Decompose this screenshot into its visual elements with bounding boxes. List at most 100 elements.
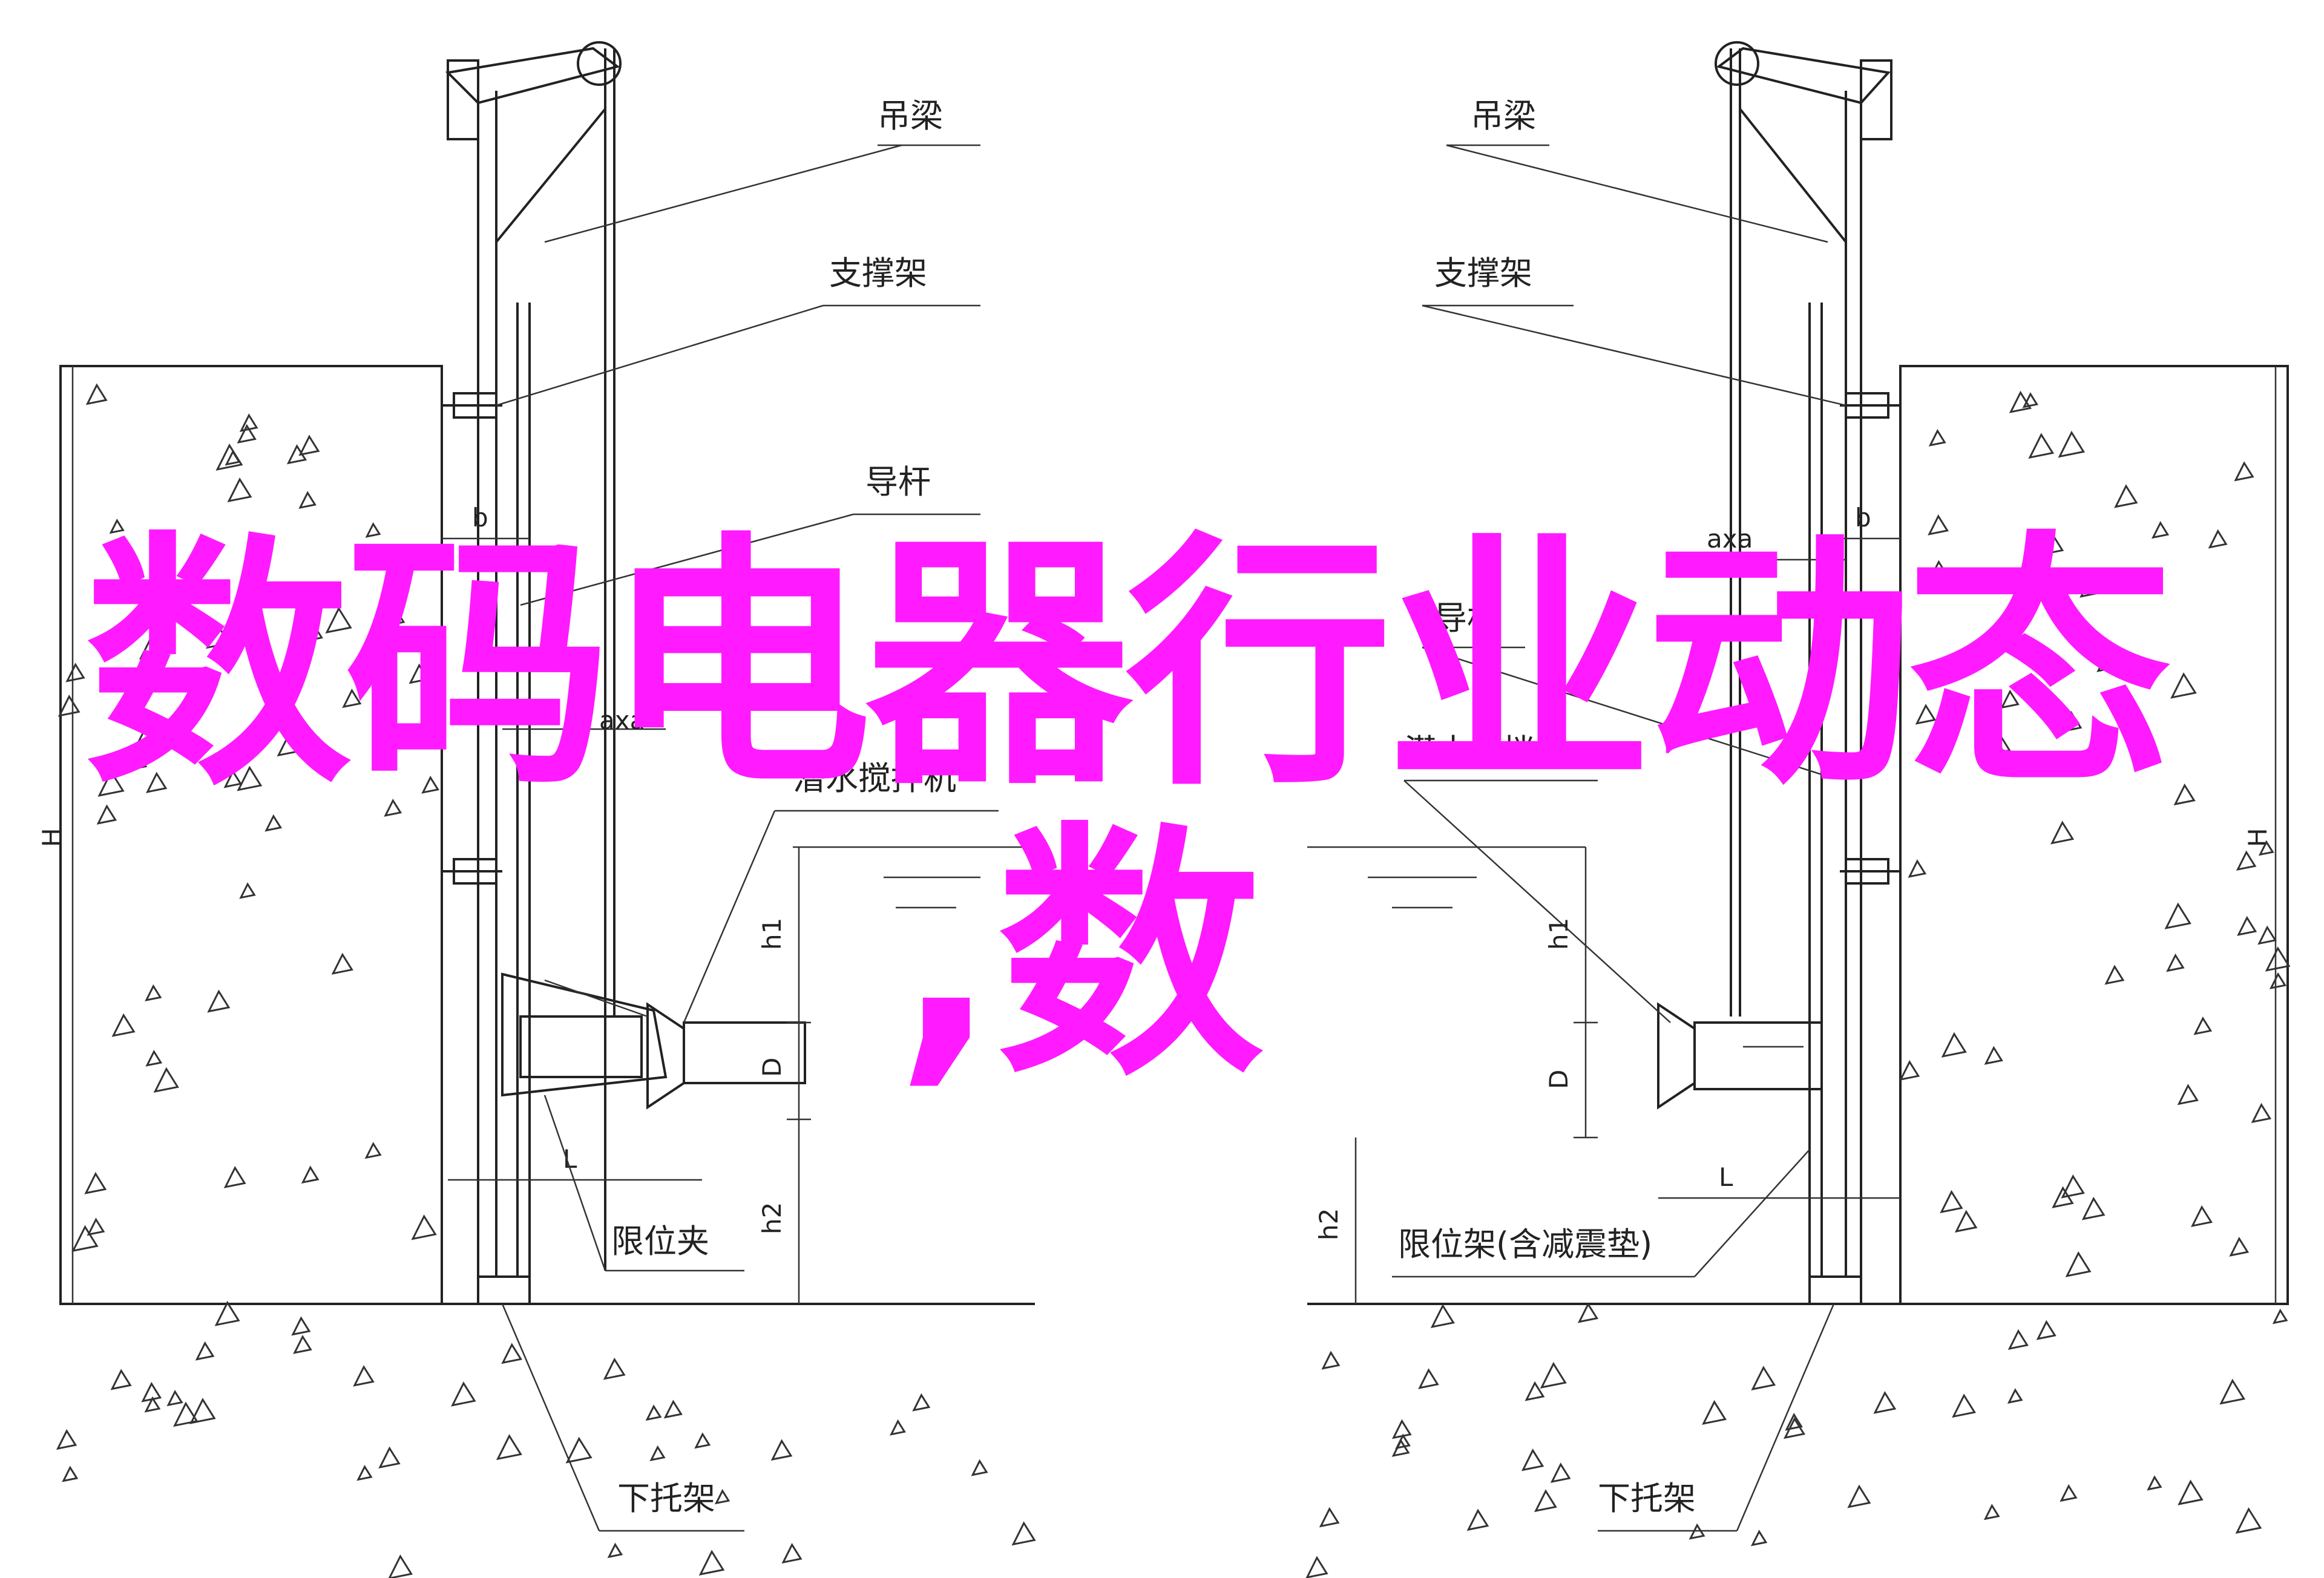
aggregate-mark (264, 814, 283, 832)
aggregate-mark (698, 1550, 725, 1576)
aggregate-mark (189, 1398, 216, 1424)
aggregate-mark (2190, 1205, 2213, 1227)
aggregate-mark (1525, 1381, 1545, 1401)
aggregate-mark (301, 1165, 320, 1184)
aggregate-mark (237, 765, 263, 791)
aggregate-mark (2265, 946, 2291, 972)
aggregate-mark (645, 1404, 662, 1421)
aggregate-mark (1847, 1484, 1871, 1508)
aggregate-mark (378, 1446, 401, 1469)
aggregate-mark (2061, 1174, 2085, 1199)
aggregate-mark (331, 952, 353, 975)
aggregate-mark (1941, 1032, 1967, 1058)
aggregate-mark (2040, 532, 2064, 556)
aggregate-mark (2269, 972, 2287, 990)
aggregate-mark (2178, 1479, 2204, 1505)
aggregate-mark (145, 1050, 163, 1067)
aggregate-mark (1321, 1350, 1341, 1370)
aggregate-mark (1751, 1366, 1776, 1390)
aggregate-mark (694, 1432, 711, 1449)
aggregate-mark (2147, 1475, 2162, 1491)
aggregate-mark (2236, 850, 2257, 871)
left-label-limit: 限位夹 (611, 1222, 709, 1260)
left-label-bottom-bracket: 下托架 (617, 1479, 715, 1517)
aggregate-mark (110, 1369, 132, 1390)
aggregate-mark (388, 1554, 413, 1578)
aggregate-mark (1783, 1416, 1806, 1439)
aggregate-mark (2235, 1507, 2262, 1534)
aggregate-mark (153, 1067, 179, 1093)
aggregate-mark (97, 770, 125, 797)
aggregate-mark (2058, 430, 2086, 458)
aggregate-mark (1689, 1523, 1705, 1540)
aggregate-mark (2219, 1378, 2246, 1405)
left-bottom-bracket (477, 1275, 531, 1305)
aggregate-mark (1915, 704, 1937, 725)
aggregate-mark (96, 804, 117, 825)
right-dim-b: b (1855, 503, 1871, 532)
aggregate-mark (2022, 392, 2038, 408)
left-dim-h1: h1 (757, 918, 787, 950)
aggregate-mark (2193, 1016, 2213, 1035)
aggregate-mark (501, 1343, 523, 1364)
aggregate-mark (2170, 672, 2197, 699)
aggregate-mark (2081, 1196, 2106, 1220)
aggregate-mark (2164, 902, 2191, 929)
aggregate-mark (239, 882, 256, 899)
right-label-limit: 限位架(含减震垫) (1398, 1225, 1652, 1263)
left-mixer (501, 972, 806, 1110)
aggregate-mark (663, 1400, 683, 1419)
left-dim-b: b (472, 503, 488, 532)
aggregate-mark (84, 1171, 107, 1194)
aggregate-mark (1984, 1046, 2003, 1065)
aggregate-mark (1540, 1361, 1567, 1389)
aggregate-mark (125, 749, 148, 771)
aggregate-mark (411, 1214, 437, 1240)
aggregate-mark (649, 1445, 666, 1461)
aggregate-mark (2052, 1186, 2074, 1208)
aggregate-mark (1011, 1521, 1036, 1546)
aggregate-mark (2065, 1251, 2092, 1277)
aggregate-mark (1305, 1556, 1328, 1578)
aggregate-mark (1930, 560, 1948, 577)
aggregate-mark (342, 689, 362, 709)
right-hoist-beam (1716, 47, 1891, 105)
aggregate-mark (146, 771, 168, 793)
aggregate-mark (223, 770, 243, 788)
aggregate-mark (207, 989, 231, 1013)
aggregate-mark (2177, 1084, 2199, 1105)
aggregate-mark (215, 443, 243, 471)
aggregate-mark (325, 606, 352, 634)
aggregate-mark (2009, 390, 2032, 413)
aggregate-mark (109, 519, 125, 534)
right-label-mixer: 潜水搅拌机 (1404, 732, 1567, 770)
right-bottom-bracket (1808, 1275, 1862, 1305)
aggregate-mark (1928, 514, 1949, 535)
right-label-bottom-bracket: 下托架 (1598, 1479, 1696, 1517)
aggregate-mark (1989, 733, 2011, 756)
left-label-mixer: 潜水搅拌机 (793, 759, 956, 797)
aggregate-mark (2036, 1320, 2056, 1340)
aggregate-mark (1521, 1449, 1544, 1472)
aggregate-mark (286, 444, 307, 465)
aggregate-mark (1466, 1508, 1489, 1531)
aggregate-mark (214, 1300, 240, 1326)
aggregate-mark (298, 491, 317, 509)
aggregate-mark (1534, 1489, 1557, 1513)
aggregate-mark (1899, 1059, 1920, 1081)
aggregate-mark (71, 1225, 99, 1252)
left-dim-axa: axa (599, 706, 645, 735)
right-wall (1899, 365, 2289, 1305)
aggregate-mark (2060, 710, 2083, 733)
aggregate-mark (890, 1419, 906, 1436)
aggregate-mark (2028, 433, 2055, 459)
aggregate-mark (389, 610, 405, 626)
aggregate-mark (2208, 529, 2228, 549)
aggregate-mark (364, 1142, 382, 1159)
aggregate-mark (714, 1488, 730, 1505)
aggregate-mark (1983, 1504, 2000, 1521)
aggregate-mark (227, 477, 252, 503)
aggregate-mark (1785, 1413, 1803, 1431)
aggregate-mark (1982, 725, 1998, 742)
aggregate-mark (365, 522, 381, 538)
